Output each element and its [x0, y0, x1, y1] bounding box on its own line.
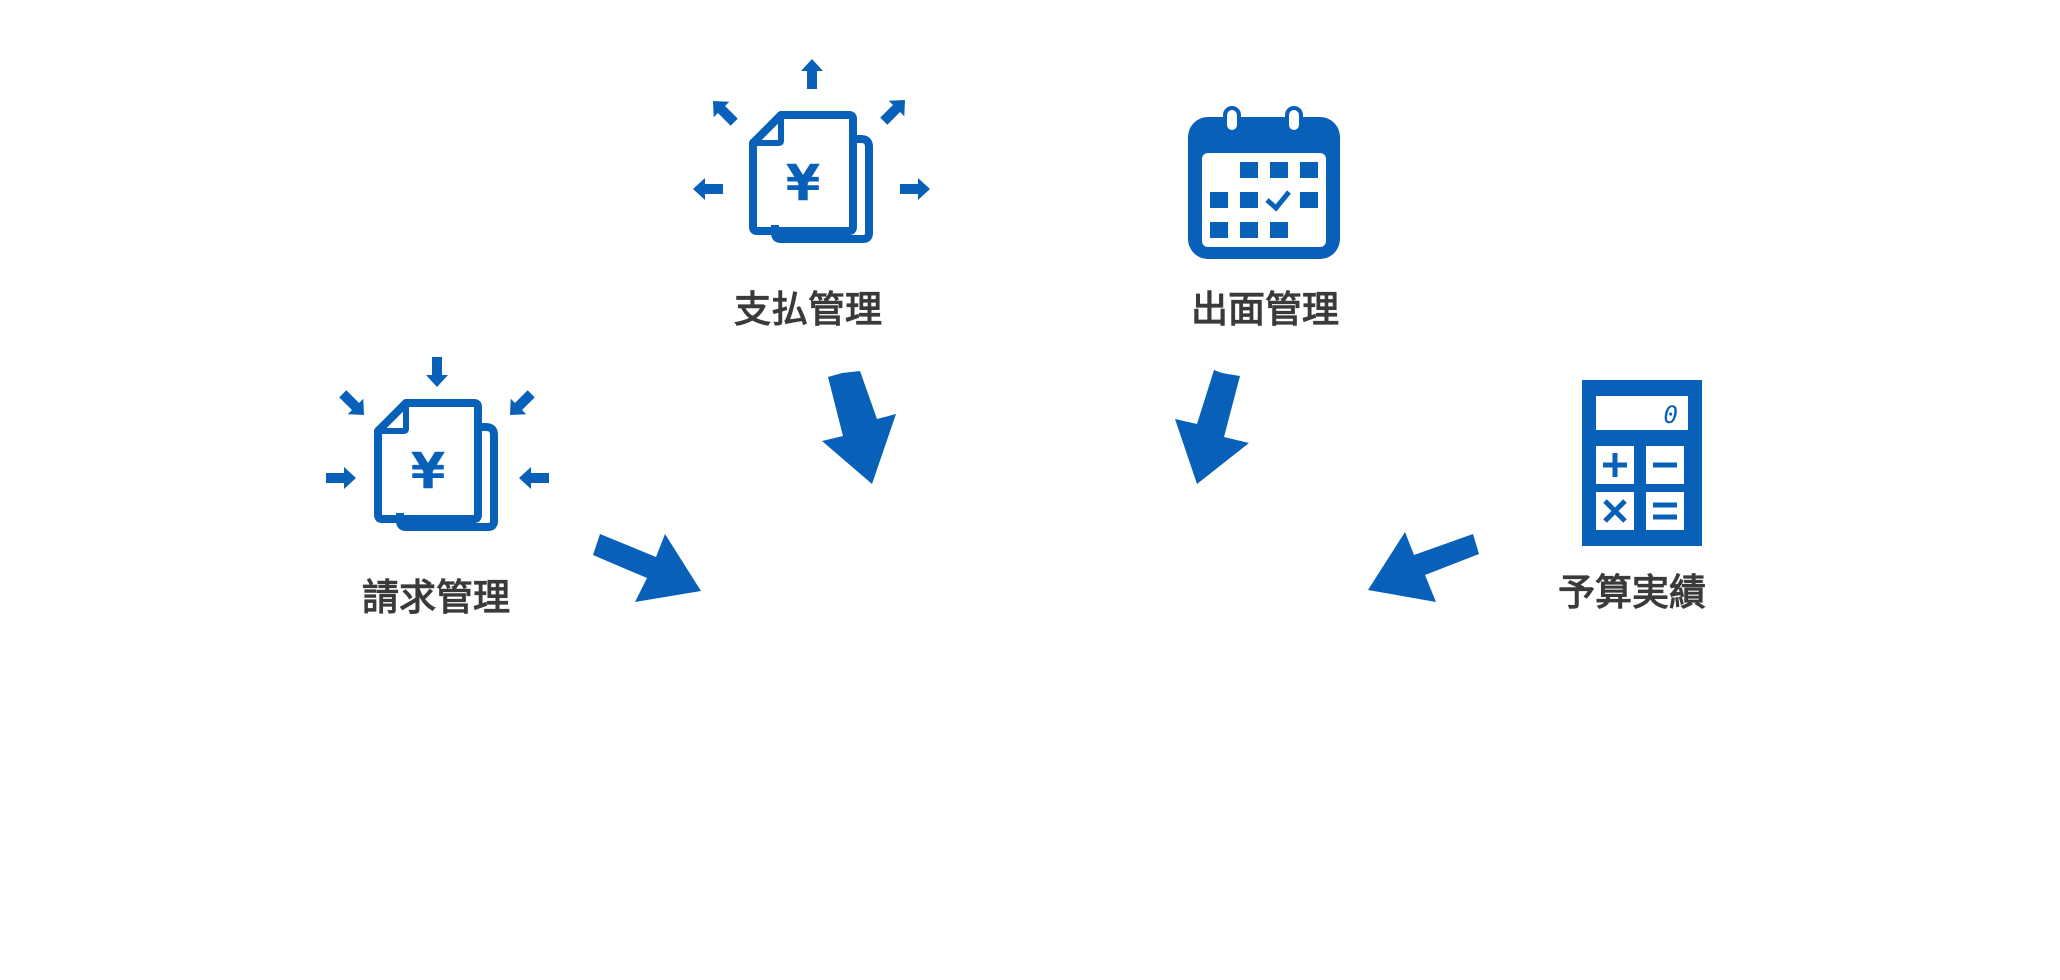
document-yen-incoming-icon: ¥ [326, 357, 549, 527]
arrow-from-attendance [1175, 370, 1249, 484]
multiply-key-icon [1603, 499, 1627, 523]
node-label-attendance: 出面管理 [1191, 288, 1339, 331]
attendance-node: 出面管理 [1188, 106, 1340, 331]
node-label-invoice: 請求管理 [362, 576, 510, 619]
invoice-node: ¥ 請求管理 [326, 357, 549, 619]
equals-key-icon [1653, 502, 1677, 520]
budget-node: 0 予算実績 [1558, 380, 1706, 614]
plus-key-icon [1603, 453, 1627, 477]
calculator-icon: 0 [1582, 380, 1702, 546]
svg-text:¥: ¥ [786, 154, 821, 212]
calendar-check-icon [1188, 106, 1340, 259]
svg-text:¥: ¥ [411, 442, 446, 500]
arrow-from-invoice [593, 534, 701, 602]
calculator-display-value: 0 [1664, 401, 1678, 429]
payment-node: ¥ 支払管理 [693, 59, 930, 331]
document-yen-outgoing-icon: ¥ [693, 59, 930, 239]
node-label-payment: 支払管理 [734, 288, 882, 331]
arrow-from-budget [1368, 532, 1479, 602]
arrow-from-payment [822, 371, 896, 484]
node-label-budget: 予算実績 [1558, 571, 1706, 614]
